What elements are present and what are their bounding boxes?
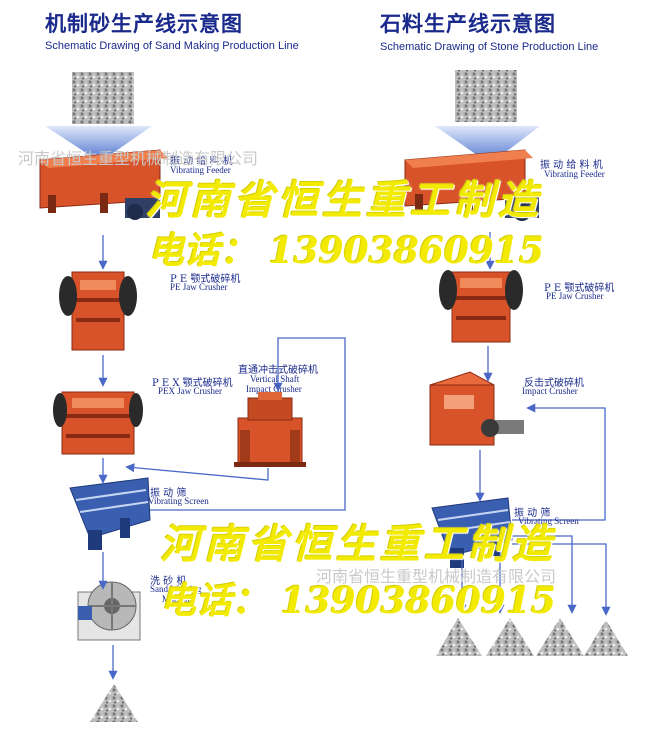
left-washer-label-en-2: Machine xyxy=(162,594,194,604)
left-vsi-label-en-1: Vertical Shaft xyxy=(250,374,300,384)
watermark-phone-big-bottom: 电话： 13903860915 xyxy=(160,580,557,622)
right-pe-jaw-crusher xyxy=(439,270,523,343)
right-title-en: Schematic Drawing of Stone Production Li… xyxy=(380,41,599,53)
left-pe-label-en: PE Jaw Crusher xyxy=(170,282,228,292)
left-vsi-crusher xyxy=(234,392,306,467)
left-feed-hopper xyxy=(45,126,152,162)
right-arrow-to-pile-3 xyxy=(512,535,577,614)
watermark-company-top: 河南省恒生重型机械制造有限公司 xyxy=(18,149,259,168)
right-feed-hopper xyxy=(435,126,540,164)
left-feeder-label-en: Vibrating Feeder xyxy=(170,165,231,175)
right-impact-crusher xyxy=(429,371,524,446)
left-vsi-label-en-2: Impact Crusher xyxy=(246,384,302,394)
left-washer-label-cn: 洗 砂 机 xyxy=(150,576,187,587)
left-pe-jaw-crusher xyxy=(59,271,137,351)
left-loop-vsi-return xyxy=(125,463,269,481)
right-screen-label-cn: 振 动 筛 xyxy=(514,508,551,519)
left-screen-label-cn: 振 动 筛 xyxy=(150,488,187,499)
left-vibrating-screen xyxy=(69,477,151,550)
left-output-sand-pile xyxy=(90,684,138,722)
right-feeder-label-en: Vibrating Feeder xyxy=(544,169,605,179)
left-pe-label-cn: P E 颚式破碎机 xyxy=(170,274,241,285)
left-pex-jaw-crusher xyxy=(53,391,143,455)
right-output-pile-1 xyxy=(436,618,482,656)
right-output-pile-4 xyxy=(584,620,628,656)
right-title-cn: 石料生产线示意图 xyxy=(380,12,556,36)
right-arrow-to-pile-4 xyxy=(512,543,611,616)
right-impact-label-en: Impact Crusher xyxy=(522,386,578,396)
left-vibrating-feeder xyxy=(39,149,168,220)
right-feeder-label-cn: 振 动 给 料 机 xyxy=(540,160,603,171)
right-pe-label-en: PE Jaw Crusher xyxy=(546,291,604,301)
left-pex-label-cn: P E X 颚式破碎机 xyxy=(152,378,233,389)
watermark-company-bottom: 河南省恒生重型机械制造有限公司 xyxy=(316,567,557,586)
left-loop-screen-to-vsi xyxy=(150,337,346,511)
left-feeder-label-cn: 振 动 给 料 机 xyxy=(170,156,233,167)
right-impact-label-cn: 反击式破碎机 xyxy=(524,378,584,389)
left-sand-washing-machine xyxy=(77,581,141,641)
right-output-pile-3 xyxy=(536,618,584,656)
left-pex-label-en: PEX Jaw Crusher xyxy=(158,386,222,396)
right-raw-stone-image xyxy=(455,70,517,122)
right-screen-label-en: Vibrating Screen xyxy=(518,516,579,526)
left-title-en: Schematic Drawing of Sand Making Product… xyxy=(45,40,299,52)
left-title-cn: 机制砂生产线示意图 xyxy=(45,12,243,36)
right-vibrating-feeder xyxy=(404,149,539,221)
right-output-pile-2 xyxy=(486,618,534,656)
left-washer-label-en-1: Sand Washing xyxy=(150,584,202,594)
right-pe-label-cn: P E 颚式破碎机 xyxy=(544,283,615,294)
watermark-company-big-bottom: 河南省恒生重工制造 xyxy=(160,521,556,568)
watermark-phone-big-top: 电话： 13903860915 xyxy=(148,230,545,272)
left-raw-stone-image xyxy=(72,72,134,124)
right-loop-screen-to-impact xyxy=(512,403,606,521)
watermark-company-big-top: 河南省恒生重工制造 xyxy=(146,177,542,224)
left-vsi-label-cn: 直通冲击式破碎机 xyxy=(238,365,318,376)
left-screen-label-en: Vibrating Screen xyxy=(148,496,209,506)
